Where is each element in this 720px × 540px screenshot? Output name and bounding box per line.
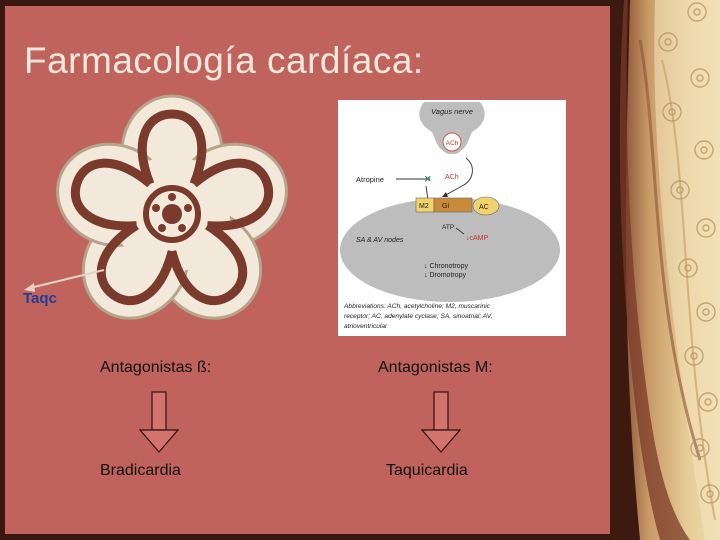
diagram-abbrev-line-1: Abbreviations: ACh, acetylcholine; M2, m… xyxy=(343,303,491,310)
beta-antagonists-heading: Antagonistas ß: xyxy=(100,359,211,377)
muscarinic-antagonists-heading: Antagonistas M: xyxy=(378,359,493,377)
diagram-atropine: Atropine xyxy=(356,175,384,184)
diagram-tissue: SA & AV nodes xyxy=(356,237,404,244)
taquicardia-result: Taquicardia xyxy=(386,462,468,480)
diagram-ac: AC xyxy=(479,204,489,211)
diagram-dromotropy: ↓ Dromotropy xyxy=(424,272,467,279)
diagram-ach-released: ACh xyxy=(445,174,459,181)
diagram-chronotropy: ↓ Chronotropy xyxy=(424,263,468,270)
block-x-icon: ✕ xyxy=(424,174,432,184)
diagram-abbrev-line-3: atrioventricular xyxy=(344,323,388,330)
slide-title: Farmacología cardíaca: xyxy=(24,40,424,82)
diagram-ach-vesicle: ACh xyxy=(446,140,459,147)
taqc-label: Taqc xyxy=(23,290,57,307)
diagram-m2: M2 xyxy=(419,203,429,210)
bradicardia-result: Bradicardia xyxy=(100,462,181,480)
diagram-gi: Gi xyxy=(442,203,449,210)
diagram-vagus-label: Vagus nerve xyxy=(431,107,473,116)
vagus-nerve-diagram: Vagus nerve ACh ACh Atropine ✕ M2 Gi AC … xyxy=(338,100,566,336)
cell-membrane-icon xyxy=(340,198,560,302)
diagram-atp: ATP xyxy=(442,224,454,231)
diagram-abbrev-line-2: receptor; AC, adenylate cyclase; SA, sin… xyxy=(344,313,493,320)
diagram-camp: ↓cAMP xyxy=(466,235,489,242)
